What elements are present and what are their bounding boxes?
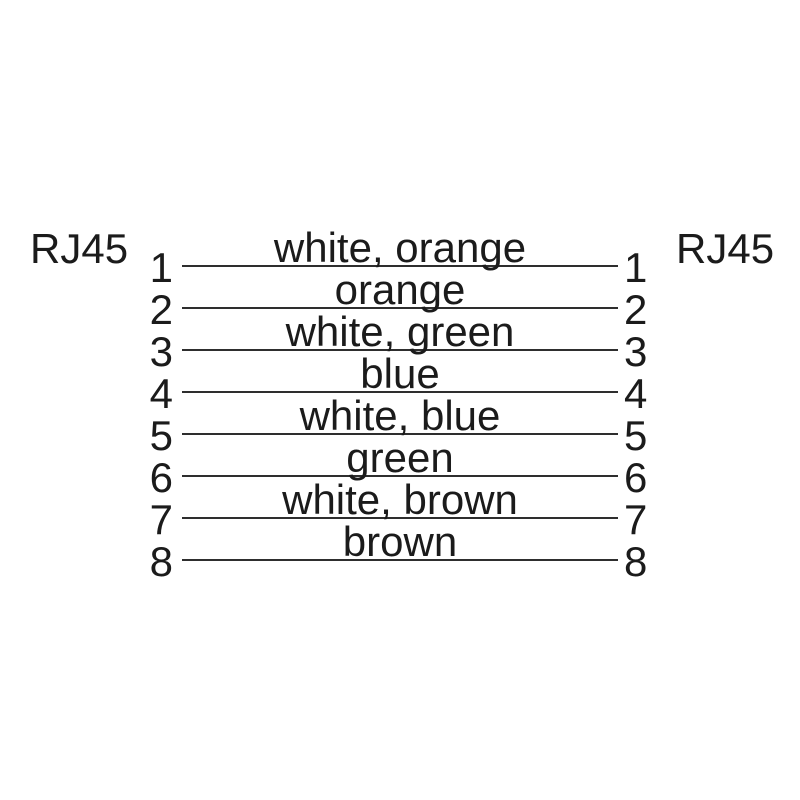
wire-line [182,349,618,351]
wire-color-label: white, green [285,308,515,355]
wire-color-label: blue [360,350,440,397]
pin-number-right: 8 [624,538,648,585]
wire-color-label: brown [342,518,458,565]
wire-color-label: white, brown [282,476,518,523]
connector-label-left: RJ45 [30,225,129,272]
pin-number-left: 1 [149,244,173,291]
pin-number-left: 3 [149,328,173,375]
wire-line [182,433,618,435]
pin-number-left: 7 [149,496,173,543]
wire-line [182,475,618,477]
pin-number-left: 4 [149,370,173,417]
pin-number-right: 3 [624,328,648,375]
wire-line [182,307,618,309]
pin-number-right: 5 [624,412,648,459]
wire-line [182,391,618,393]
pin-number-right: 1 [624,244,648,291]
wire-color-label: orange [334,266,466,313]
wire-color-label: white, orange [273,224,527,271]
pin-number-right: 4 [624,370,648,417]
pin-number-left: 6 [149,454,173,501]
wire-line [182,559,618,561]
pin-number-left: 5 [149,412,173,459]
wire-line [182,265,618,267]
wire-color-label: green [346,434,454,481]
pin-number-left: 2 [149,286,173,333]
pin-number-right: 2 [624,286,648,333]
pin-number-right: 7 [624,496,648,543]
wire-color-label: white, blue [299,392,501,439]
wire-line [182,517,618,519]
pin-number-right: 6 [624,454,648,501]
pin-number-left: 8 [149,538,173,585]
connector-label-right: RJ45 [676,225,775,272]
